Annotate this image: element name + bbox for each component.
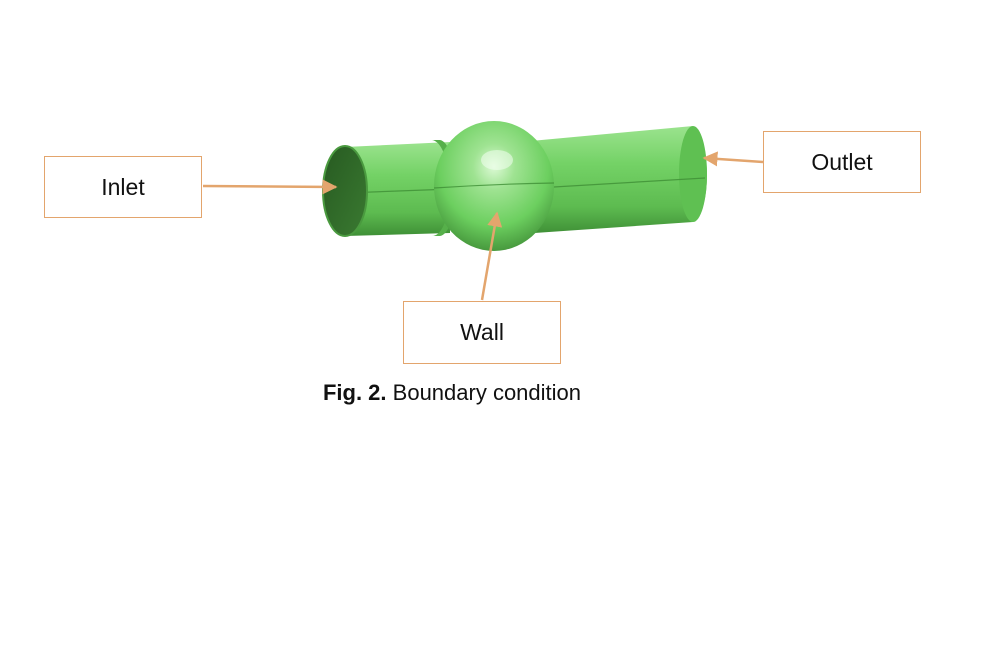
outlet-arrow xyxy=(702,151,764,167)
outlet-pipe xyxy=(519,126,707,234)
figure-number: Fig. 2. xyxy=(322,380,387,405)
outlet-label-box: Outlet xyxy=(763,131,921,193)
wall-arrow xyxy=(480,211,503,301)
figure-caption: Fig. 2. Boundary condition xyxy=(0,380,904,406)
inlet-face xyxy=(322,145,368,237)
figure-caption-text: Boundary condition xyxy=(392,380,582,405)
wall-label-box: Wall xyxy=(403,301,561,364)
inlet-arrow xyxy=(202,179,338,195)
wall-label: Wall xyxy=(460,319,504,345)
inlet-label-box: Inlet xyxy=(44,156,202,218)
bulb-wall xyxy=(433,121,555,251)
inlet-label: Inlet xyxy=(101,173,145,200)
outlet-label: Outlet xyxy=(811,148,873,175)
